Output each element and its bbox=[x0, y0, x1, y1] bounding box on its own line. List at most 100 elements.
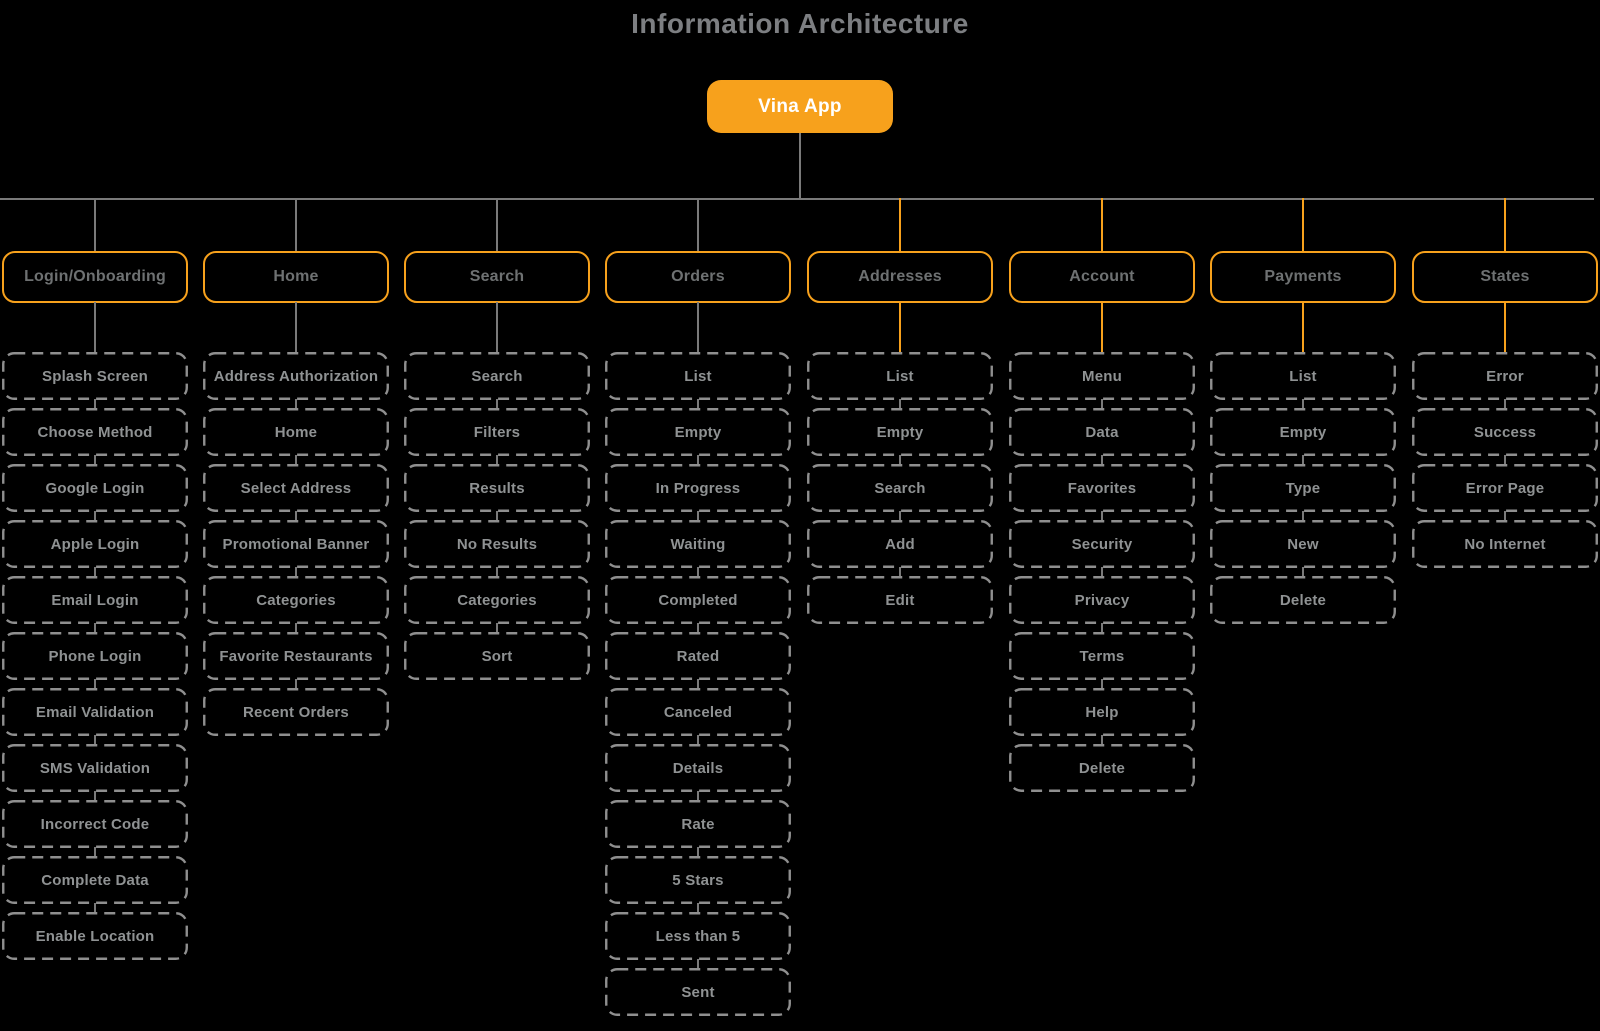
dashed-border bbox=[807, 576, 993, 624]
dashed-border bbox=[2, 352, 188, 400]
node-label: No Results bbox=[456, 535, 538, 553]
node-rate: Rate bbox=[605, 800, 791, 848]
connector-line bbox=[899, 198, 901, 251]
node-filters: Filters bbox=[404, 408, 590, 456]
dashed-border bbox=[605, 912, 791, 960]
dashed-border bbox=[1412, 520, 1598, 568]
dashed-border bbox=[1009, 520, 1195, 568]
category-payments: Payments bbox=[1210, 251, 1396, 303]
connector-line bbox=[94, 623, 96, 633]
connector-line bbox=[1101, 399, 1103, 409]
connector-line bbox=[295, 399, 297, 409]
node-label: Error bbox=[1486, 367, 1524, 385]
dashed-border bbox=[2, 408, 188, 456]
dashed-border bbox=[404, 352, 590, 400]
connector-line bbox=[697, 959, 699, 969]
node-label: Delete bbox=[1078, 759, 1126, 777]
diagram-title: Information Architecture bbox=[631, 8, 969, 39]
node-label: Home bbox=[274, 423, 318, 441]
node-label: Success bbox=[1473, 423, 1537, 441]
node-details: Details bbox=[605, 744, 791, 792]
root-node-label: Vina App bbox=[758, 95, 842, 117]
node-sent: Sent bbox=[605, 968, 791, 1016]
connector-line bbox=[1101, 511, 1103, 521]
node-delete: Delete bbox=[1009, 744, 1195, 792]
node-label: In Progress bbox=[655, 479, 741, 497]
connector-line bbox=[697, 455, 699, 465]
connector-line bbox=[295, 455, 297, 465]
dashed-border bbox=[203, 688, 389, 736]
connector-line bbox=[295, 302, 297, 353]
category-label: Payments bbox=[1264, 268, 1342, 285]
connector-line bbox=[295, 198, 297, 251]
dashed-border bbox=[605, 520, 791, 568]
connector-line bbox=[496, 399, 498, 409]
node-label: Promotional Banner bbox=[222, 535, 370, 553]
category-orders: Orders bbox=[605, 251, 791, 303]
node-error-page: Error Page bbox=[1412, 464, 1598, 512]
dashed-border bbox=[807, 464, 993, 512]
connector-line bbox=[94, 455, 96, 465]
node-label: Privacy bbox=[1074, 591, 1130, 609]
connector-line bbox=[1101, 455, 1103, 465]
dashed-border bbox=[605, 464, 791, 512]
connector-line bbox=[1101, 302, 1103, 353]
connector-line bbox=[496, 567, 498, 577]
dashed-border bbox=[1210, 464, 1396, 512]
dashed-border bbox=[605, 576, 791, 624]
category-home: Home bbox=[203, 251, 389, 303]
dashed-border bbox=[605, 856, 791, 904]
node-search: Search bbox=[404, 352, 590, 400]
connector-line bbox=[697, 511, 699, 521]
connector-line bbox=[295, 623, 297, 633]
node-empty: Empty bbox=[807, 408, 993, 456]
category-label: Search bbox=[469, 268, 525, 285]
connector-line bbox=[1101, 679, 1103, 689]
node-home: Home bbox=[203, 408, 389, 456]
connector-line bbox=[496, 511, 498, 521]
dashed-border bbox=[807, 408, 993, 456]
node-label: Search bbox=[874, 479, 926, 497]
node-label: List bbox=[886, 367, 914, 385]
dashed-border bbox=[203, 576, 389, 624]
node-label: Email Login bbox=[51, 591, 139, 609]
node-label: Data bbox=[1085, 423, 1119, 441]
root-stem-line bbox=[799, 133, 801, 199]
connector-line bbox=[697, 679, 699, 689]
node-edit: Edit bbox=[807, 576, 993, 624]
node-less-than-5: Less than 5 bbox=[605, 912, 791, 960]
connector-line bbox=[899, 302, 901, 353]
connector-line bbox=[899, 567, 901, 577]
node-sms-validation: SMS Validation bbox=[2, 744, 188, 792]
dashed-border bbox=[1210, 352, 1396, 400]
node-success: Success bbox=[1412, 408, 1598, 456]
node-label: Phone Login bbox=[48, 647, 142, 665]
node-label: Menu bbox=[1082, 367, 1122, 385]
node-security: Security bbox=[1009, 520, 1195, 568]
dashed-border bbox=[404, 632, 590, 680]
connector-line bbox=[295, 679, 297, 689]
connector-line bbox=[94, 302, 96, 353]
node-sort: Sort bbox=[404, 632, 590, 680]
dashed-border bbox=[807, 520, 993, 568]
node-label: Rate bbox=[681, 815, 715, 833]
node-in-progress: In Progress bbox=[605, 464, 791, 512]
node-label: Type bbox=[1285, 479, 1321, 497]
connector-line bbox=[697, 198, 699, 251]
category-label: Login/Onboarding bbox=[24, 268, 166, 285]
node-label: Empty bbox=[674, 423, 722, 441]
node-no-internet: No Internet bbox=[1412, 520, 1598, 568]
node-label: Terms bbox=[1079, 647, 1125, 665]
node-search: Search bbox=[807, 464, 993, 512]
node-delete: Delete bbox=[1210, 576, 1396, 624]
node-label: Details bbox=[672, 759, 724, 777]
dashed-border bbox=[605, 408, 791, 456]
connector-line bbox=[1504, 302, 1506, 353]
node-categories: Categories bbox=[203, 576, 389, 624]
node-label: List bbox=[684, 367, 712, 385]
connector-line bbox=[1101, 735, 1103, 745]
node-splash-screen: Splash Screen bbox=[2, 352, 188, 400]
node-label: Delete bbox=[1279, 591, 1327, 609]
node-label: Search bbox=[471, 367, 523, 385]
dashed-border bbox=[1210, 520, 1396, 568]
